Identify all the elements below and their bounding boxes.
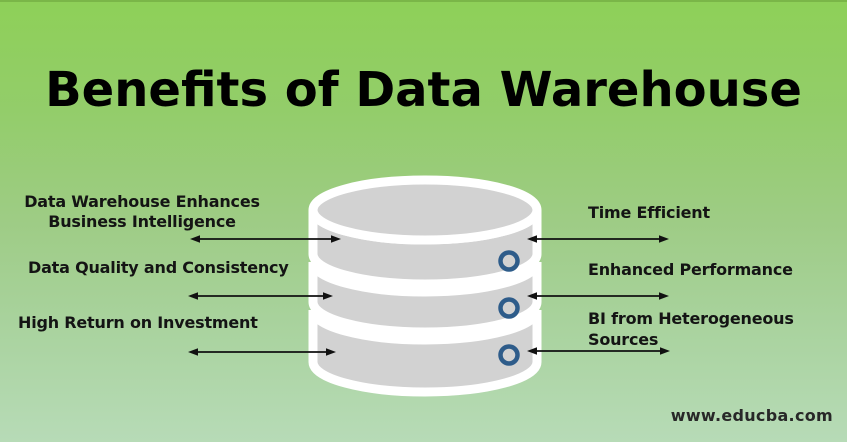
benefit-label-time-efficient: Time Efficient	[588, 203, 710, 222]
database-cylinder-icon	[308, 175, 542, 397]
arrow-left-1	[190, 235, 341, 243]
ring-icon-middle	[498, 297, 520, 319]
arrow-right-3	[527, 347, 670, 355]
cylinder-top-ellipse	[308, 175, 542, 245]
benefit-label-roi: High Return on Investment	[18, 313, 258, 332]
watermark-url: www.educba.com	[670, 406, 833, 425]
benefit-label-enhanced-performance: Enhanced Performance	[588, 260, 793, 279]
ring-icon-bottom	[498, 344, 520, 366]
cylinder-slice-bottom	[308, 309, 542, 397]
top-border-strip	[0, 0, 847, 2]
arrow-left-2	[188, 292, 333, 300]
arrow-right-2	[527, 292, 669, 300]
benefit-label-business-intelligence: Data Warehouse Enhances Business Intelli…	[24, 192, 260, 231]
page-title: Benefits of Data Warehouse	[45, 62, 802, 119]
arrow-left-3	[188, 348, 336, 356]
cylinder-slice-middle	[308, 261, 542, 337]
ring-icon-top	[498, 250, 520, 272]
arrow-right-1	[527, 235, 669, 243]
benefit-label-data-quality: Data Quality and Consistency	[28, 258, 289, 277]
benefit-label-heterogeneous-sources: BI from Heterogeneous Sources	[588, 309, 794, 349]
